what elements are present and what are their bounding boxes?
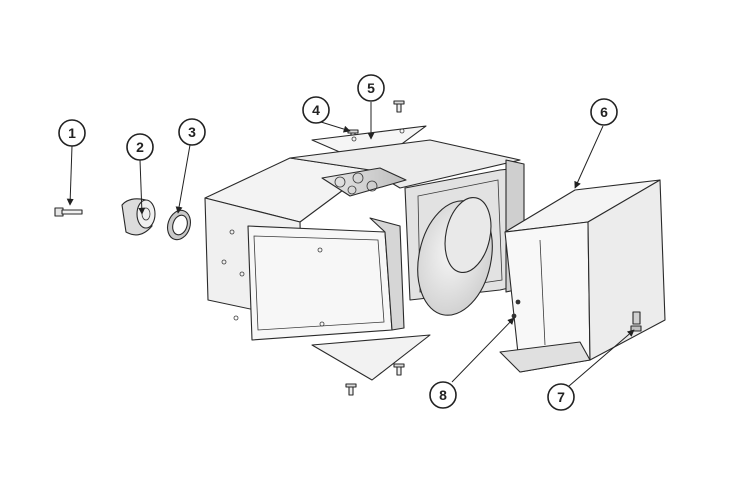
svg-text:5: 5 — [367, 80, 375, 96]
callout-5: 5 — [357, 74, 385, 102]
part-knob — [121, 198, 156, 236]
svg-text:3: 3 — [188, 124, 196, 140]
callout-7: 7 — [547, 383, 575, 411]
svg-text:1: 1 — [68, 125, 76, 141]
svg-text:7: 7 — [557, 389, 565, 405]
part-pin — [54, 207, 83, 217]
callout-2: 2 — [126, 133, 154, 161]
svg-text:4: 4 — [312, 102, 320, 118]
callout-1: 1 — [58, 119, 86, 147]
main-housing — [204, 139, 525, 341]
callout-8: 8 — [429, 381, 457, 409]
svg-text:6: 6 — [600, 104, 608, 120]
part-small-screws — [511, 299, 521, 319]
callout-6: 6 — [590, 98, 618, 126]
callout-3: 3 — [178, 118, 206, 146]
callout-4: 4 — [302, 96, 330, 124]
part-bottom-plate — [311, 334, 431, 381]
svg-text:2: 2 — [136, 139, 144, 155]
svg-text:8: 8 — [439, 387, 447, 403]
part-ring — [167, 209, 191, 241]
part-side-cover — [499, 179, 666, 373]
part-latch — [630, 311, 642, 332]
leader-lines — [66, 102, 635, 387]
